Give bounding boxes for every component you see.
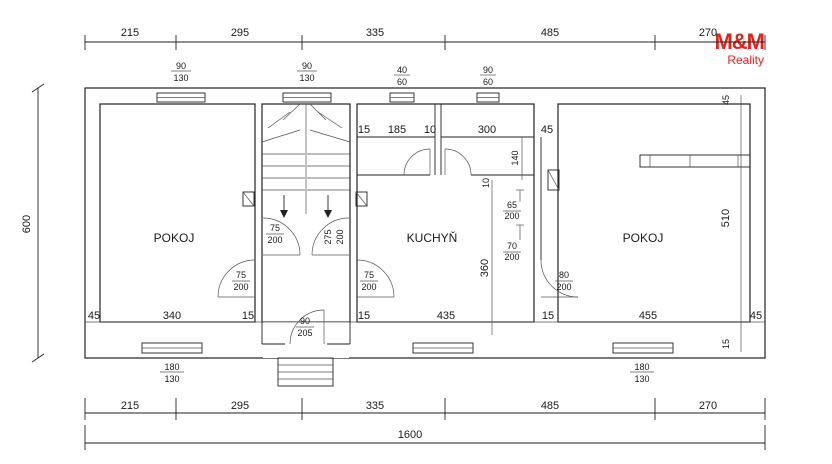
svg-text:200: 200 [267,235,282,245]
svg-text:75: 75 [364,270,374,280]
svg-text:70: 70 [507,241,517,251]
dim-cup-140: 140 [510,150,520,165]
dim-cup-185: 185 [388,124,406,136]
room-label-left: POKOJ [154,231,195,245]
bottom-dimension-line: 215 295 335 485 270 [84,398,766,420]
svg-text:205: 205 [297,328,312,338]
dim-left-wall: 45 [88,310,100,322]
left-room-outline [99,103,256,323]
top-windows [156,92,500,103]
svg-text:275: 275 [323,229,333,244]
brand-logo: M&M Reality [714,29,765,68]
bottom-dim-4: 485 [541,400,559,412]
svg-text:65: 65 [507,200,517,210]
entrance-steps [277,357,334,387]
dim-left-room-r: 15 [242,310,254,322]
dim-right-r: 45 [750,310,762,322]
brand-name: M&M [714,29,765,54]
svg-text:200: 200 [556,282,571,292]
svg-text:75: 75 [236,270,246,280]
dim-kitchen-l: 15 [358,310,370,322]
top-dim-4: 485 [541,27,559,39]
door-labels: 75 200 75 200 275 200 75 200 90 205 65 2… [232,200,573,338]
height-dimension: 600 [21,83,45,363]
radiator [639,154,751,168]
chimney-mid [355,191,368,207]
dim-cup-15: 15 [358,124,370,136]
bottom-window-labels: 180 130 180 130 [160,362,654,384]
total-dim: 1600 [398,429,422,441]
svg-text:90: 90 [300,316,310,326]
dim-right-l: 15 [542,310,554,322]
win-top-2-w: 90 [302,61,312,71]
room-label-right: POKOJ [623,231,664,245]
dim-left-room: 340 [163,310,181,322]
bottom-dim-3: 335 [366,400,384,412]
win-top-1-w: 90 [176,61,186,71]
room-label-kitchen: KUCHYŇ [407,230,458,245]
kitchen-door-marks [516,189,524,240]
doors [217,217,579,345]
staircase [261,103,351,218]
dim-cup-10b: 10 [481,178,491,188]
svg-text:180: 180 [164,362,179,372]
top-window-labels: 90 130 90 130 40 60 90 60 [171,61,496,87]
top-dim-1: 215 [121,27,139,39]
dim-kitchen-depth: 360 [479,259,491,277]
win-top-4-h: 60 [483,77,493,87]
dim-right-bottom: 15 [721,339,731,349]
svg-text:180: 180 [634,362,649,372]
dim-cup-45: 45 [541,124,553,136]
svg-text:80: 80 [559,270,569,280]
dim-cup-10: 10 [424,124,436,136]
chimney-left [242,191,255,207]
win-top-3-h: 60 [397,77,407,87]
top-dim-5: 270 [699,27,717,39]
svg-text:130: 130 [634,374,649,384]
top-dim-2: 295 [231,27,249,39]
svg-text:200: 200 [335,229,345,244]
svg-text:200: 200 [361,282,376,292]
kitchen-cupboards [357,104,542,260]
dim-right-depth: 510 [720,209,732,227]
win-top-1-h: 130 [173,73,188,83]
inner-dimensions [85,95,765,352]
win-top-3-w: 40 [397,65,407,75]
svg-text:200: 200 [504,211,519,221]
svg-text:130: 130 [164,374,179,384]
dim-right-top: 45 [721,95,731,105]
dim-right-room: 455 [639,310,657,322]
svg-text:200: 200 [504,252,519,262]
win-top-2-h: 130 [299,73,314,83]
bottom-dim-2: 295 [231,400,249,412]
top-dim-3: 335 [366,27,384,39]
top-dimension-line: 215 295 335 485 270 [84,27,766,50]
total-dimension-line: 1600 [84,425,766,450]
dim-cup-300: 300 [478,124,496,136]
brand-sub: Reality [727,53,764,67]
svg-text:200: 200 [233,282,248,292]
bottom-windows [141,342,674,354]
win-top-4-w: 90 [483,65,493,75]
bottom-dim-1: 215 [121,400,139,412]
dim-kitchen: 435 [437,310,455,322]
chimney-right [547,169,560,191]
bottom-dim-5: 270 [699,400,717,412]
height-dim: 600 [21,215,33,233]
svg-text:75: 75 [270,223,280,233]
